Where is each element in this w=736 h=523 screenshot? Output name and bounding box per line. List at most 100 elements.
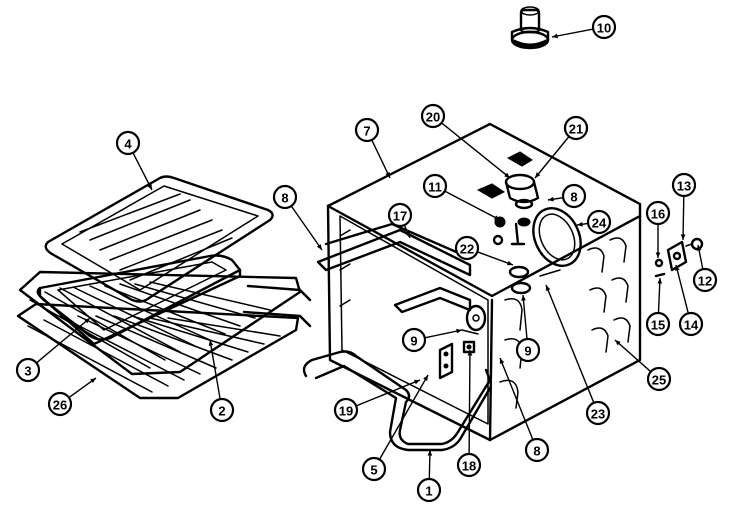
callout-circle (354, 117, 380, 143)
callout-leader-5 (378, 374, 429, 460)
callout-circle (47, 391, 73, 417)
callout-leader-26 (68, 377, 97, 399)
callout-arrow-11 (494, 215, 500, 220)
callout-leader-18 (468, 349, 471, 455)
callout-leader-3 (35, 317, 91, 364)
callout-circle (422, 173, 448, 199)
callout-leader-8 (499, 357, 534, 441)
callout-label: 8 (281, 191, 288, 206)
callout-20: 20 (420, 103, 446, 129)
callout-leader-7 (371, 139, 391, 179)
callout-circle (361, 456, 387, 482)
callout-8: 8 (561, 183, 587, 209)
callout-19: 19 (333, 397, 359, 423)
callout-circle (645, 311, 671, 337)
callout-leader-21 (534, 136, 570, 179)
callout-label: 16 (651, 207, 665, 222)
part-12-16-hardware (654, 237, 704, 278)
part-24-light-ring (532, 207, 582, 267)
callout-label: 8 (533, 444, 540, 459)
callout-11: 11 (422, 173, 448, 199)
callout-12: 12 (692, 267, 718, 293)
callout-leader-2 (209, 339, 221, 400)
callout-arrow-9 (456, 328, 462, 334)
callout-leader-11 (444, 190, 501, 221)
callout-circle (416, 477, 442, 503)
callout-9: 9 (401, 327, 427, 353)
callout-label: 7 (363, 124, 370, 139)
callout-label: 2 (218, 404, 225, 419)
callout-circle (586, 209, 612, 235)
callout-arrow-18 (467, 350, 473, 356)
callout-21: 21 (563, 115, 589, 141)
callout-8: 8 (272, 184, 298, 210)
part-10-cap (510, 6, 550, 50)
callout-1: 1 (416, 477, 442, 503)
callout-label: 9 (410, 334, 417, 349)
callout-circle (515, 337, 541, 363)
part-2-26-oven-racks (16, 270, 312, 400)
callout-label: 18 (462, 459, 476, 474)
callout-circle (671, 172, 697, 198)
callout-arrow-12 (696, 245, 702, 251)
callout-arrow-10 (552, 33, 558, 39)
callout-arrow-20 (504, 172, 510, 178)
callout-23: 23 (585, 400, 611, 426)
callout-circle (454, 235, 480, 261)
part-4-broiler-pan-insert (44, 175, 274, 303)
callout-label: 1 (425, 484, 432, 499)
callout-25: 25 (646, 366, 672, 392)
callout-circle (272, 184, 298, 210)
callout-arrow-15 (657, 278, 663, 284)
callout-label: 22 (460, 242, 474, 257)
callout-15: 15 (645, 311, 671, 337)
part-11-sensor (492, 216, 526, 246)
part-5-18-brackets (438, 304, 487, 380)
callout-7: 7 (354, 117, 380, 143)
callout-16: 16 (645, 200, 671, 226)
callout-leader-22 (477, 251, 514, 266)
callout-arrow-5 (423, 375, 428, 381)
callout-circle (209, 397, 235, 423)
callout-24: 24 (586, 209, 612, 235)
callout-circle (646, 366, 672, 392)
callout-2: 2 (209, 397, 235, 423)
part-22-23-grommets (508, 265, 561, 295)
callout-4: 4 (115, 130, 141, 156)
callout-label: 24 (592, 216, 607, 231)
callout-14: 14 (678, 311, 704, 337)
callout-9: 9 (515, 337, 541, 363)
callout-17: 17 (387, 202, 413, 228)
callout-label: 14 (684, 318, 699, 333)
callout-leader-19 (355, 379, 421, 407)
callout-circle (645, 200, 671, 226)
callout-circle (456, 452, 482, 478)
callout-5: 5 (361, 456, 387, 482)
callout-label: 9 (524, 344, 531, 359)
callout-circle (678, 311, 704, 337)
callout-arrow-2 (208, 340, 214, 346)
callout-label: 20 (426, 110, 440, 125)
callout-label: 12 (698, 274, 712, 289)
callout-label: 3 (24, 364, 31, 379)
callout-label: 10 (597, 21, 611, 36)
callout-arrow-9 (521, 295, 526, 301)
callout-circle (333, 397, 359, 423)
callout-leader-20 (441, 122, 511, 179)
callout-arrow-21 (535, 172, 541, 178)
part-7-oven-cavity (326, 122, 642, 442)
leader-lines (35, 28, 704, 480)
callout-label: 15 (651, 318, 665, 333)
callout-label: 26 (53, 398, 67, 413)
callout-arrow-8 (499, 358, 505, 364)
callout-label: 19 (339, 404, 353, 419)
callout-circle (524, 437, 550, 463)
callout-label: 8 (570, 190, 577, 205)
callout-arrow-3 (84, 318, 90, 324)
callout-circle (387, 202, 413, 228)
callout-circle (591, 14, 617, 40)
callout-label: 11 (428, 180, 442, 195)
callout-26: 26 (47, 391, 73, 417)
callout-label: 4 (124, 137, 132, 152)
callout-22: 22 (454, 235, 480, 261)
